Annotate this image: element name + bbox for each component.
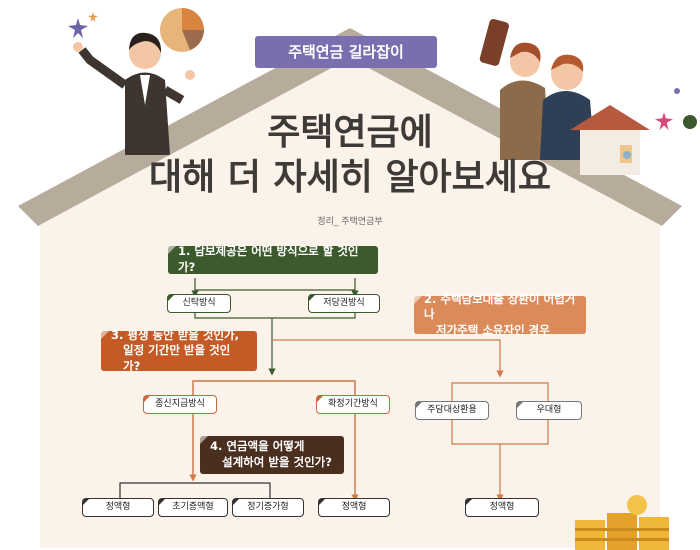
question-3-text-line1: 3. 평생 동안 받을 것인가, — [111, 328, 239, 344]
question-4-text-line2: 설계하여 받을 것인가? — [210, 455, 332, 471]
option-label: 우대형 — [537, 405, 562, 415]
option-label: 초기증액형 — [172, 502, 213, 512]
question-1-collateral-method: 1. 담보제공은 어떤 방식으로 할 것인가? — [168, 246, 378, 274]
option-flat-amount-special: 정액형 — [465, 498, 539, 517]
option-early-increase: 초기증액형 — [158, 498, 228, 517]
option-label: 신탁방식 — [182, 298, 215, 308]
option-preferential: 우대형 — [516, 401, 582, 420]
option-fixed-term-payment: 확정기간방식 — [316, 395, 390, 414]
option-periodic-increase: 정기증가형 — [232, 498, 304, 517]
question-4-text-line1: 4. 연금액을 어떻게 — [210, 439, 304, 455]
option-trust-method: 신탁방식 — [167, 294, 231, 313]
question-2-text-line2: 저가주택 소유자인 경우 — [424, 323, 550, 339]
option-lifetime-payment: 종신지급방식 — [143, 395, 217, 414]
question-3-text-line2: 일정 기간만 받을 것인가? — [111, 343, 247, 374]
option-label: 정기증가형 — [247, 502, 288, 512]
option-label: 정액형 — [342, 502, 367, 512]
question-4-pension-design: 4. 연금액을 어떻게 설계하여 받을 것인가? — [200, 436, 344, 474]
option-label: 종신지급방식 — [155, 399, 205, 409]
question-2-loan-repayment: 2. 주택담보대출 상환이 어렵거나 저가주택 소유자인 경우 — [414, 296, 586, 334]
option-label: 정액형 — [490, 502, 515, 512]
option-mortgage-repayment: 주담대상환용 — [415, 401, 489, 420]
option-flat-amount-fixed: 정액형 — [318, 498, 390, 517]
option-label: 저당권방식 — [323, 298, 364, 308]
question-1-text: 1. 담보제공은 어떤 방식으로 할 것인가? — [178, 244, 368, 275]
option-label: 정액형 — [106, 502, 131, 512]
option-label: 확정기간방식 — [328, 399, 378, 409]
question-3-payment-period: 3. 평생 동안 받을 것인가, 일정 기간만 받을 것인가? — [101, 331, 257, 371]
option-label: 주담대상환용 — [427, 405, 477, 415]
question-2-text-line1: 2. 주택담보대출 상환이 어렵거나 — [424, 292, 576, 323]
option-flat-amount: 정액형 — [82, 498, 154, 517]
option-mortgage-method: 저당권방식 — [308, 294, 380, 313]
